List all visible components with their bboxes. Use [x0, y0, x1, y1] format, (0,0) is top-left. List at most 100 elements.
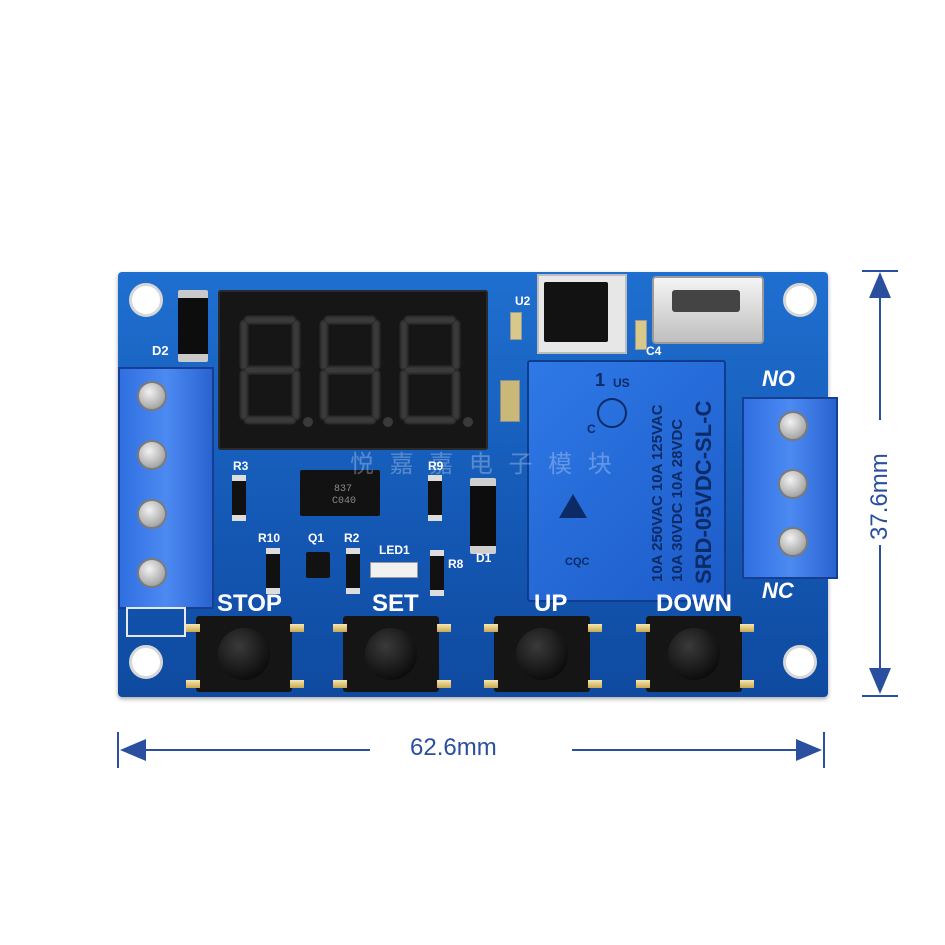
terminal-screw-nc[interactable]: [778, 527, 808, 557]
terminal-screw-left-3[interactable]: [137, 499, 167, 529]
resistor-r3: [232, 475, 246, 521]
height-dim-line-bottom: [879, 545, 881, 690]
width-dim-tick-left: [117, 732, 119, 768]
label-r2: R2: [344, 531, 360, 545]
relay-rating-2: 10A 30VDC 10A 28VDC: [669, 418, 686, 582]
button-pin: [437, 624, 451, 632]
button-pin: [437, 680, 451, 688]
terminal-screw-left-2[interactable]: [137, 440, 167, 470]
optocoupler: [300, 470, 380, 516]
label-r3: R3: [233, 459, 249, 473]
label-set: SET: [372, 590, 419, 617]
width-dim-tick-right: [823, 732, 825, 768]
width-dim-line-right: [572, 749, 812, 751]
arrow-left-icon: [120, 739, 146, 761]
label-no: NO: [762, 366, 795, 391]
height-label: 37.6mm: [866, 453, 893, 540]
digit-3: [399, 315, 461, 425]
label-up: UP: [534, 590, 568, 617]
label-nc: NC: [762, 578, 794, 603]
relay-rating-1: 10A 250VAC 10A 125VAC: [649, 404, 666, 582]
label-d2: D2: [152, 343, 169, 358]
button-pin: [333, 680, 347, 688]
button-pin: [588, 624, 602, 632]
down-button-cap[interactable]: [668, 628, 720, 680]
width-dim-line-left: [130, 749, 370, 751]
relay-model: SRD-05VDC-SL-C: [691, 400, 716, 584]
label-r8: R8: [448, 557, 464, 571]
arrow-down-icon: [869, 668, 891, 694]
label-led1: LED1: [379, 543, 410, 557]
dot-1: [303, 417, 313, 427]
button-pin: [740, 680, 754, 688]
button-pin: [290, 680, 304, 688]
set-button[interactable]: [343, 616, 439, 692]
arrow-right-icon: [796, 739, 822, 761]
button-pin: [484, 624, 498, 632]
height-dim-tick-top: [862, 270, 898, 272]
relay-ul-icon: [597, 398, 627, 428]
capacitor-smd: [510, 312, 522, 340]
watermark-text: 悦 嘉 嘉 电 子 模 块: [350, 450, 616, 478]
stop-button-cap[interactable]: [218, 628, 270, 680]
height-dim-tick-bottom: [862, 695, 898, 697]
terminal-screw-no[interactable]: [778, 411, 808, 441]
dot-2: [383, 417, 393, 427]
digit-2: [319, 315, 381, 425]
diode-d1: [470, 478, 496, 554]
relay-number: 1: [595, 370, 606, 390]
terminal-screw-com[interactable]: [778, 469, 808, 499]
width-label: 62.6mm: [410, 734, 497, 761]
header-pins: [126, 607, 186, 637]
label-u2: U2: [515, 294, 531, 308]
button-pin: [186, 680, 200, 688]
label-c4: C4: [646, 344, 662, 358]
seven-segment-display: [218, 290, 488, 450]
height-dim-line-top: [879, 280, 881, 420]
mounting-hole-top-right: [783, 283, 817, 317]
resistor-r8: [430, 550, 444, 596]
transistor-q1: [306, 552, 330, 578]
down-button[interactable]: [646, 616, 742, 692]
mounting-hole-bottom-left: [129, 645, 163, 679]
mounting-hole-top-left: [129, 283, 163, 317]
display-segments: [239, 315, 473, 427]
button-pin: [636, 624, 650, 632]
diode-d2: [178, 290, 208, 362]
resistor-r9: [428, 475, 442, 521]
digit-1: [239, 315, 301, 425]
optocoupler-code: 837: [334, 484, 353, 495]
capacitor-c3: [500, 380, 520, 422]
relay-warning-icon: [559, 494, 587, 518]
label-d1: D1: [476, 551, 492, 565]
dot-3: [463, 417, 473, 427]
label-r9: R9: [428, 459, 444, 473]
button-pin: [186, 624, 200, 632]
button-pin: [484, 680, 498, 688]
regulator-u2-body: [544, 282, 608, 342]
label-down: DOWN: [656, 590, 732, 617]
relay: 1 US C 10A 250VAC 10A 125VAC 10A 30VDC 1…: [527, 360, 726, 602]
terminal-screw-left-4[interactable]: [137, 558, 167, 588]
stop-button[interactable]: [196, 616, 292, 692]
set-button-cap[interactable]: [365, 628, 417, 680]
arrow-up-icon: [869, 272, 891, 298]
button-pin: [588, 680, 602, 688]
mounting-hole-bottom-right: [783, 645, 817, 679]
resistor-r2: [346, 548, 360, 594]
relay-cqc-mark: CQC: [565, 556, 590, 568]
relay-us-mark: US: [613, 376, 630, 390]
usb-port-slot: [672, 290, 740, 312]
optocoupler-batch: C040: [332, 496, 357, 507]
led1: [370, 562, 418, 578]
resistor-r10: [266, 548, 280, 594]
button-pin: [333, 624, 347, 632]
up-button-cap[interactable]: [516, 628, 568, 680]
relay-c-mark: C: [587, 422, 596, 436]
capacitor-smd-2: [635, 320, 647, 350]
terminal-screw-left-1[interactable]: [137, 381, 167, 411]
up-button[interactable]: [494, 616, 590, 692]
label-q1: Q1: [308, 531, 325, 545]
button-pin: [636, 680, 650, 688]
label-r10: R10: [258, 531, 281, 545]
